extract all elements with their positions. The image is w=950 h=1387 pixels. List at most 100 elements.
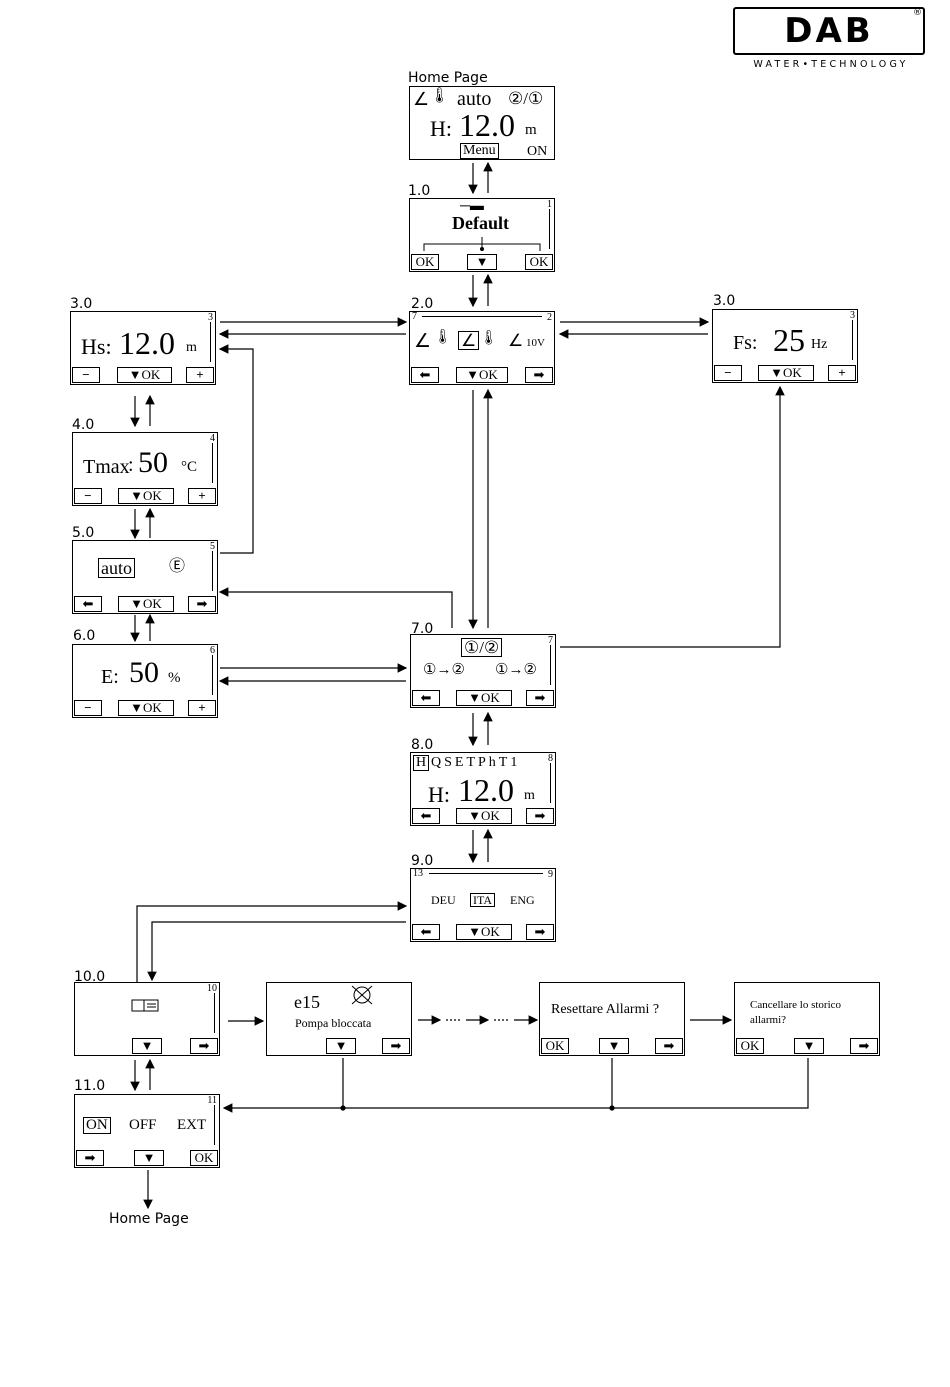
down-ok-button[interactable]: ▼OK: [118, 596, 174, 612]
right-arrow-button[interactable]: ➡: [382, 1038, 410, 1054]
fixed-curve-icon[interactable]: ∠: [508, 331, 524, 350]
down-button[interactable]: ▼: [326, 1038, 356, 1054]
screen-6-0-economy[interactable]: 6 E: 50 % − ▼OK +: [72, 644, 218, 718]
menu-button[interactable]: Menu: [460, 143, 499, 159]
lang-eng-option[interactable]: ENG: [510, 893, 535, 907]
label-3-0-left: 3.0: [70, 296, 93, 312]
down-ok-button[interactable]: ▼OK: [117, 367, 172, 383]
page-number: 3: [208, 312, 213, 323]
screen-4-0-tmax[interactable]: 4 Tmax : 50 °C − ▼OK +: [72, 432, 218, 506]
hook-icon: ∠: [413, 89, 430, 109]
off-option[interactable]: OFF: [129, 1117, 157, 1133]
screen-2-0-control-mode[interactable]: 2 7 ∠ 🌡 ∠ 🌡 ∠ 10V ⬅ ▼OK ➡: [409, 311, 555, 385]
head-label: H:: [428, 782, 450, 807]
triangle-down-icon: ▼: [468, 808, 482, 823]
minus-button[interactable]: −: [74, 700, 102, 716]
right-arrow-button[interactable]: ➡: [850, 1038, 878, 1054]
screen-8-0-monitor[interactable]: 8 H QSETPhT1 H: 12.0 m ⬅ ▼OK ➡: [410, 752, 556, 826]
economy-icon[interactable]: Ⓔ: [169, 558, 186, 575]
right-arrow-button[interactable]: ➡: [526, 808, 554, 824]
thermometer-up-icon[interactable]: 🌡: [434, 330, 452, 345]
lang-ita-option[interactable]: ITA: [470, 893, 496, 907]
label-9-0: 9.0: [411, 853, 434, 869]
home-screen[interactable]: ∠ 🌡 auto ②/① H: 12.0 m Menu ON: [409, 86, 555, 160]
right-arrow-button[interactable]: ➡: [76, 1150, 104, 1166]
pump-1-to-2-option[interactable]: ①→②: [423, 662, 465, 678]
reset-alarms-screen[interactable]: Resettare Allarmi ? OK ▼ ➡: [539, 982, 685, 1056]
ok-label: OK: [481, 924, 500, 939]
auto-option[interactable]: auto: [98, 558, 135, 578]
registered-mark: ®: [913, 8, 922, 18]
minus-button[interactable]: −: [714, 365, 742, 381]
screen-7-0-pump-config[interactable]: 7 ①/② ①→② ①→② ⬅ ▼OK ➡: [410, 634, 556, 708]
ok-left-button[interactable]: OK: [411, 254, 439, 270]
plus-button[interactable]: +: [186, 367, 214, 383]
softkey-bar: − ▼OK +: [72, 366, 214, 383]
right-arrow-button[interactable]: ➡: [526, 690, 554, 706]
minus-button[interactable]: −: [74, 488, 102, 504]
left-arrow-button[interactable]: ⬅: [412, 924, 440, 940]
ext-option[interactable]: EXT: [177, 1117, 207, 1133]
tab-h-selected[interactable]: H: [413, 755, 430, 771]
down-ok-button[interactable]: ▼OK: [456, 690, 512, 706]
economy-label: E:: [101, 666, 119, 688]
plus-button[interactable]: +: [188, 488, 216, 504]
hook-thermometer-down-selected[interactable]: ∠: [458, 331, 480, 350]
minus-button[interactable]: −: [72, 367, 100, 383]
ok-label: OK: [783, 365, 802, 380]
left-arrow-button[interactable]: ⬅: [412, 808, 440, 824]
on-option[interactable]: ON: [83, 1117, 111, 1134]
left-arrow-button[interactable]: ⬅: [411, 367, 439, 383]
ok-button[interactable]: OK: [541, 1038, 569, 1054]
right-arrow-button[interactable]: ➡: [190, 1038, 218, 1054]
triangle-down-icon: ▼: [128, 367, 142, 382]
blocked-pump-icon: [351, 985, 373, 1005]
pump-1-to-2-alt-option[interactable]: ①→②: [495, 662, 537, 678]
progress-line: [422, 316, 542, 317]
down-ok-button[interactable]: ▼OK: [456, 367, 508, 383]
scrollbar: [210, 322, 211, 362]
pump-pair-option[interactable]: ①/②: [461, 638, 503, 657]
right-arrow-button[interactable]: ➡: [525, 367, 553, 383]
down-button[interactable]: ▼: [134, 1150, 164, 1166]
down-button[interactable]: ▼: [599, 1038, 629, 1054]
hs-label: Hs:: [81, 334, 112, 359]
down-ok-button[interactable]: ▼OK: [456, 808, 512, 824]
label-11-0: 11.0: [74, 1078, 106, 1094]
screen-10-0-alarm-log[interactable]: 10 ▼ ➡: [74, 982, 220, 1056]
down-ok-button[interactable]: ▼OK: [456, 924, 512, 940]
screen-11-0-enable[interactable]: 11 ON OFF EXT ➡ ▼ OK: [74, 1094, 220, 1168]
fs-label: Fs:: [733, 332, 758, 354]
down-ok-button[interactable]: ▼OK: [118, 488, 174, 504]
monitor-tabs[interactable]: QSETPhT1: [431, 755, 521, 770]
ok-right-button[interactable]: OK: [525, 254, 553, 270]
down-button[interactable]: ▼: [794, 1038, 824, 1054]
left-arrow-button[interactable]: ⬅: [412, 690, 440, 706]
lang-deu-option[interactable]: DEU: [431, 893, 456, 907]
head-unit: m: [524, 788, 535, 803]
alarm-screen[interactable]: e15 Pompa bloccata ▼ ➡: [266, 982, 412, 1056]
down-ok-button[interactable]: ▼OK: [118, 700, 174, 716]
ok-button[interactable]: OK: [736, 1038, 764, 1054]
down-ok-button[interactable]: ▼OK: [758, 365, 814, 381]
screen-1-0-default[interactable]: 1 ─▬ Default OK ▼ OK: [409, 198, 555, 272]
scrollbar: [212, 655, 213, 695]
ok-button[interactable]: OK: [190, 1150, 218, 1166]
right-arrow-button[interactable]: ➡: [655, 1038, 683, 1054]
triangle-down-icon: ▼: [468, 690, 482, 705]
triangle-down-icon: ▼: [130, 596, 144, 611]
screen-9-0-language[interactable]: 9 13 DEU ITA ENG ⬅ ▼OK ➡: [410, 868, 556, 942]
plus-button[interactable]: +: [188, 700, 216, 716]
right-arrow-button[interactable]: ➡: [526, 924, 554, 940]
left-arrow-button[interactable]: ⬅: [74, 596, 102, 612]
screen-5-0-auto[interactable]: 5 auto Ⓔ ⬅ ▼OK ➡: [72, 540, 218, 614]
screen-3-0-fs[interactable]: 3 Fs: 25 Hz − ▼OK +: [712, 309, 858, 383]
plus-button[interactable]: +: [828, 365, 856, 381]
on-status: ON: [527, 144, 548, 159]
right-arrow-button[interactable]: ➡: [188, 596, 216, 612]
down-button[interactable]: ▼: [467, 254, 497, 270]
screen-3-0-hs[interactable]: 3 Hs: 12.0 m − ▼OK +: [70, 311, 216, 385]
down-button[interactable]: ▼: [132, 1038, 162, 1054]
clear-history-screen[interactable]: Cancellare lo storico allarmi? OK ▼ ➡: [734, 982, 880, 1056]
